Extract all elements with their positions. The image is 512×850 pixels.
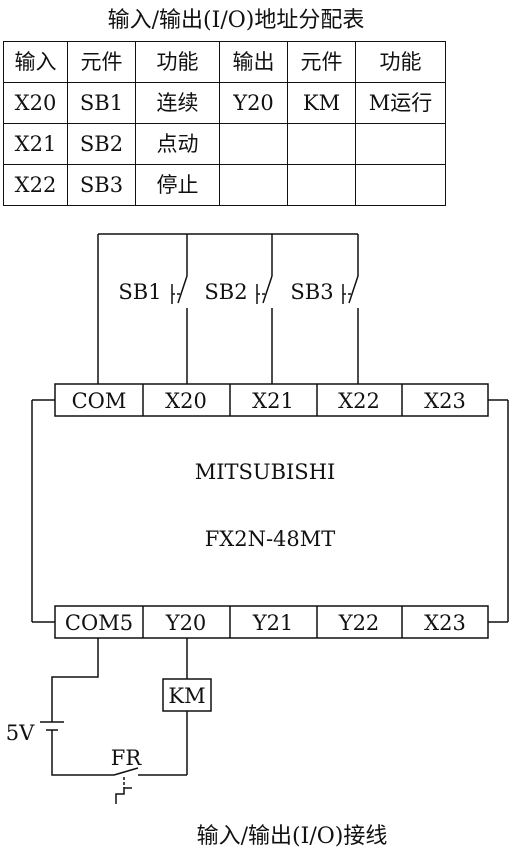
io-table-title: 输入/输出(I/O)地址分配表	[107, 8, 365, 33]
return-wire	[51, 730, 114, 776]
plc-model: FX2N-48MT	[205, 527, 336, 551]
header-cell: 元件	[287, 41, 356, 83]
table-cell	[355, 164, 446, 206]
sb2-switch	[256, 234, 273, 384]
table-header-row: 输入 元件 功能 输出 元件 功能	[3, 41, 446, 83]
header-cell: 功能	[135, 41, 220, 83]
table-cell: 连续	[135, 82, 220, 124]
sb1-label: SB1	[118, 280, 161, 304]
table-cell: X22	[3, 164, 68, 206]
table-row: X21 SB2 点动	[3, 123, 446, 165]
table-cell: Y20	[219, 82, 288, 124]
output-terminal-label: Y22	[338, 611, 380, 635]
sb3-label: SB3	[290, 280, 333, 304]
table-cell	[219, 123, 288, 165]
battery-symbol	[40, 721, 64, 731]
table-cell: M运行	[355, 82, 446, 124]
fr-label: FR	[111, 746, 143, 770]
input-terminal-label: X20	[165, 389, 207, 413]
sb1-switch	[171, 234, 188, 384]
header-cell: 输出	[219, 41, 288, 83]
plc-body	[31, 399, 509, 623]
table-cell: SB2	[67, 123, 136, 165]
table-cell	[287, 123, 356, 165]
input-terminal-label: X22	[338, 389, 380, 413]
input-terminal-label: X23	[424, 389, 466, 413]
table-cell	[287, 164, 356, 206]
table-row: X22 SB3 停止	[3, 164, 446, 206]
com5-wire	[51, 638, 99, 722]
fr-contact	[113, 767, 187, 804]
header-cell: 功能	[355, 41, 446, 83]
plc-brand: MITSUBISHI	[195, 460, 336, 484]
header-cell: 输入	[3, 41, 68, 83]
output-terminal-label: Y21	[252, 611, 294, 635]
input-terminal-label: X21	[252, 389, 294, 413]
io-address-table: 输入 元件 功能 输出 元件 功能 X20 SB1 连续 Y20 KM M运行 …	[3, 41, 446, 206]
input-terminal-label: COM	[72, 389, 127, 413]
table-cell: 停止	[135, 164, 220, 206]
supply-label: 5V	[6, 721, 35, 745]
output-terminal-label: X23	[424, 611, 466, 635]
table-cell: 点动	[135, 123, 220, 165]
output-terminal-label: Y20	[165, 611, 207, 635]
km-coil-label: KM	[168, 684, 205, 708]
output-terminal-strip	[54, 605, 489, 639]
sb3-switch	[342, 234, 359, 384]
table-cell: X20	[3, 82, 68, 124]
output-terminal-label: COM5	[65, 611, 133, 635]
table-row: X20 SB1 连续 Y20 KM M运行	[3, 82, 446, 124]
wiring-title: 输入/输出(I/O)接线	[196, 824, 388, 849]
sb2-label: SB2	[204, 280, 247, 304]
table-cell: SB1	[67, 82, 136, 124]
